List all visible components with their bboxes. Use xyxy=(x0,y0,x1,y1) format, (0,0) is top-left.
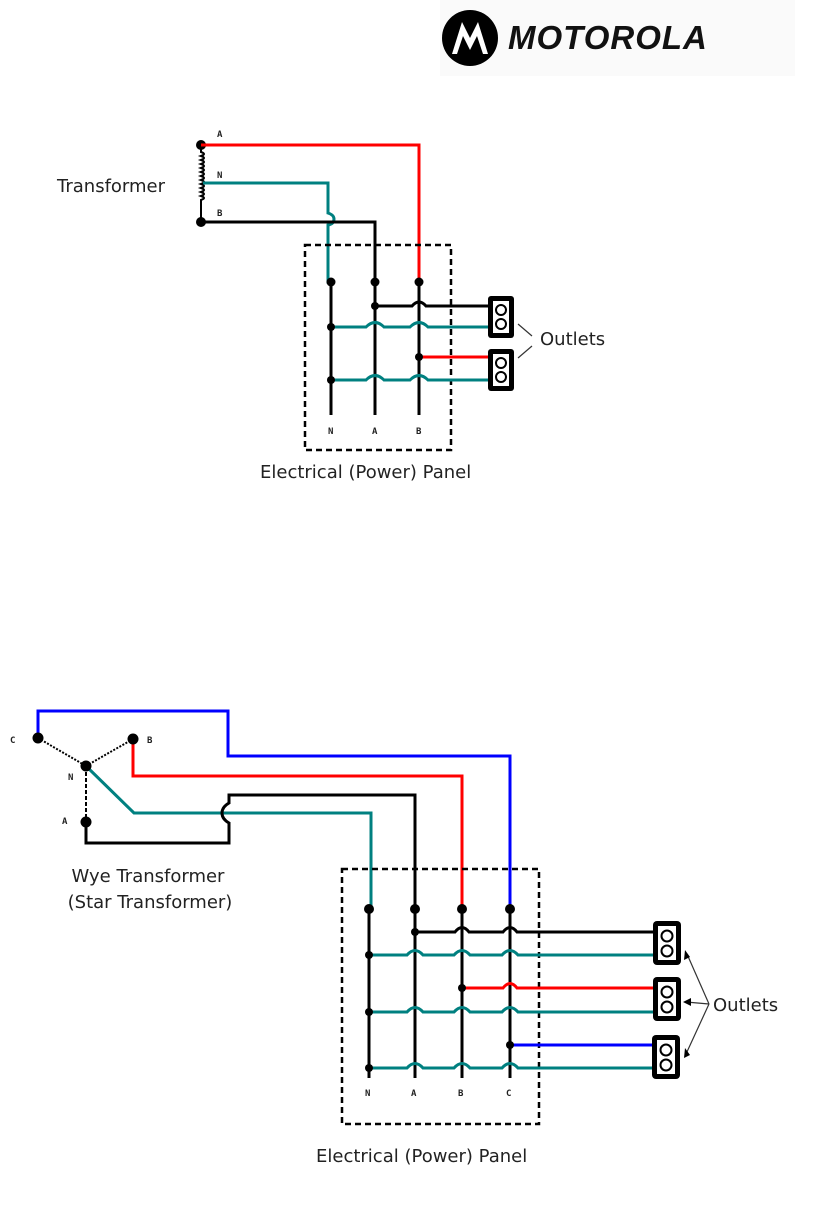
panel-box xyxy=(303,243,453,452)
outlet-icon xyxy=(488,349,514,391)
panel-label: Electrical (Power) Panel xyxy=(316,1146,527,1167)
neutral-wire xyxy=(84,764,373,909)
terminal-label-b: B xyxy=(147,736,153,746)
outlet-icon xyxy=(652,1035,680,1079)
motorola-logo: MOTOROLA xyxy=(440,0,795,76)
bus-label-c: C xyxy=(506,1089,511,1099)
bus-label-n: N xyxy=(328,427,333,437)
panel-box xyxy=(340,867,541,1126)
star-transformer-label: (Star Transformer) xyxy=(68,892,233,913)
phase-b-wire xyxy=(131,739,464,909)
bus-label-a: A xyxy=(372,427,378,437)
neutral-wire xyxy=(203,181,336,415)
phase-a-wire xyxy=(84,793,417,909)
bus-label-b: B xyxy=(458,1089,464,1099)
bus-label-a: A xyxy=(411,1089,417,1099)
outlet-icon xyxy=(488,296,514,338)
terminal-label-a: A xyxy=(217,130,223,140)
transformer-coil-icon xyxy=(197,146,205,222)
wye-transformer-label: Wye Transformer xyxy=(72,866,226,887)
logo-text: MOTOROLA xyxy=(508,19,708,56)
bus-label-b: B xyxy=(416,427,422,437)
transformer-label: Transformer xyxy=(56,176,166,197)
terminal-label-c: C xyxy=(10,736,15,746)
outlet-icon xyxy=(653,977,681,1021)
wye-coil-b xyxy=(85,738,134,767)
bus-label-n: N xyxy=(365,1089,370,1099)
wye-diagram xyxy=(32,709,710,1126)
terminal-label-n: N xyxy=(68,773,73,783)
split-phase-diagram xyxy=(196,140,533,452)
phase-c-wire xyxy=(36,709,512,909)
phase-b-wire xyxy=(201,220,377,415)
outlets-label: Outlets xyxy=(540,329,605,350)
outlets-label: Outlets xyxy=(713,995,778,1016)
outlet-icon xyxy=(653,921,681,965)
wye-coil-c xyxy=(37,737,87,767)
phase-a-wire xyxy=(201,143,421,282)
panel-label: Electrical (Power) Panel xyxy=(260,462,471,483)
terminal-label-a: A xyxy=(62,817,68,827)
terminal-label-n: N xyxy=(217,171,222,181)
terminal-label-b: B xyxy=(217,209,223,219)
